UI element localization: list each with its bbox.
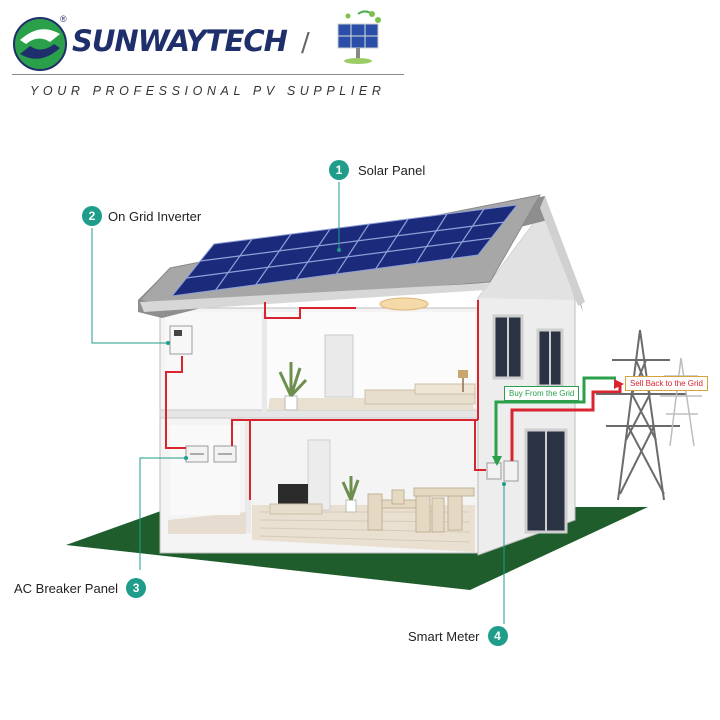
callout-number: 4	[487, 626, 508, 646]
callout-leaders	[91, 182, 505, 624]
inverter-device	[169, 325, 193, 355]
callout-label: Smart Meter	[408, 628, 480, 644]
header-divider: /	[301, 28, 310, 58]
callout-label: On Grid Inverter	[108, 208, 202, 224]
callout-number: 1	[329, 160, 349, 180]
sunwaytech-logo-icon	[13, 17, 67, 71]
callout-number: 2	[82, 206, 102, 226]
side-windows	[492, 314, 568, 534]
plant-lower	[341, 476, 360, 513]
callout-solar-panel: 1 Solar Panel	[329, 160, 425, 180]
dining-set	[367, 487, 475, 533]
upper-floor	[159, 409, 479, 419]
callout-ac-breaker-panel: AC Breaker Panel 3	[14, 578, 147, 598]
callout-label: AC Breaker Panel	[14, 580, 119, 596]
solar-tree-icon	[337, 10, 381, 64]
gable-fascia	[540, 196, 585, 306]
header: ® SUNWAYTECH / YOUR PROFESSIONAL PV SUPP…	[0, 0, 720, 110]
upper-partition	[262, 312, 267, 412]
wiring	[165, 300, 622, 500]
callout-smart-meter: Smart Meter 4	[408, 626, 508, 646]
ceiling-light	[379, 297, 429, 311]
lower-door	[307, 439, 331, 511]
registered-mark: ®	[60, 14, 67, 24]
solar-panel-array	[170, 204, 519, 297]
roof-fascia	[140, 283, 490, 312]
tv	[278, 484, 308, 504]
utility-room	[170, 425, 240, 515]
smart-meter-device	[486, 460, 519, 482]
brand-name: SUNWAYTECH	[72, 24, 288, 58]
callout-on-grid-inverter: 2 On Grid Inverter	[82, 206, 201, 226]
buy-from-grid-tag: Buy From the Grid	[504, 386, 580, 401]
transmission-tower	[596, 329, 686, 501]
plant-upper	[278, 362, 308, 411]
lower-left-floor	[168, 512, 246, 534]
buy-arrow	[492, 456, 502, 466]
buy-wire	[494, 376, 616, 463]
header-rule	[12, 74, 404, 75]
callout-label: Solar Panel	[358, 162, 426, 178]
lower-partition	[245, 418, 251, 533]
callout-number: 3	[126, 578, 147, 598]
tv-stand	[269, 503, 323, 515]
breaker-panel-device	[185, 445, 237, 463]
upper-door	[324, 334, 354, 398]
sell-arrow	[614, 379, 624, 389]
distant-tower	[660, 357, 702, 447]
sell-back-to-grid-tag: Sell Back to the Grid	[625, 376, 708, 391]
tagline: YOUR PROFESSIONAL PV SUPPLIER	[30, 84, 386, 98]
